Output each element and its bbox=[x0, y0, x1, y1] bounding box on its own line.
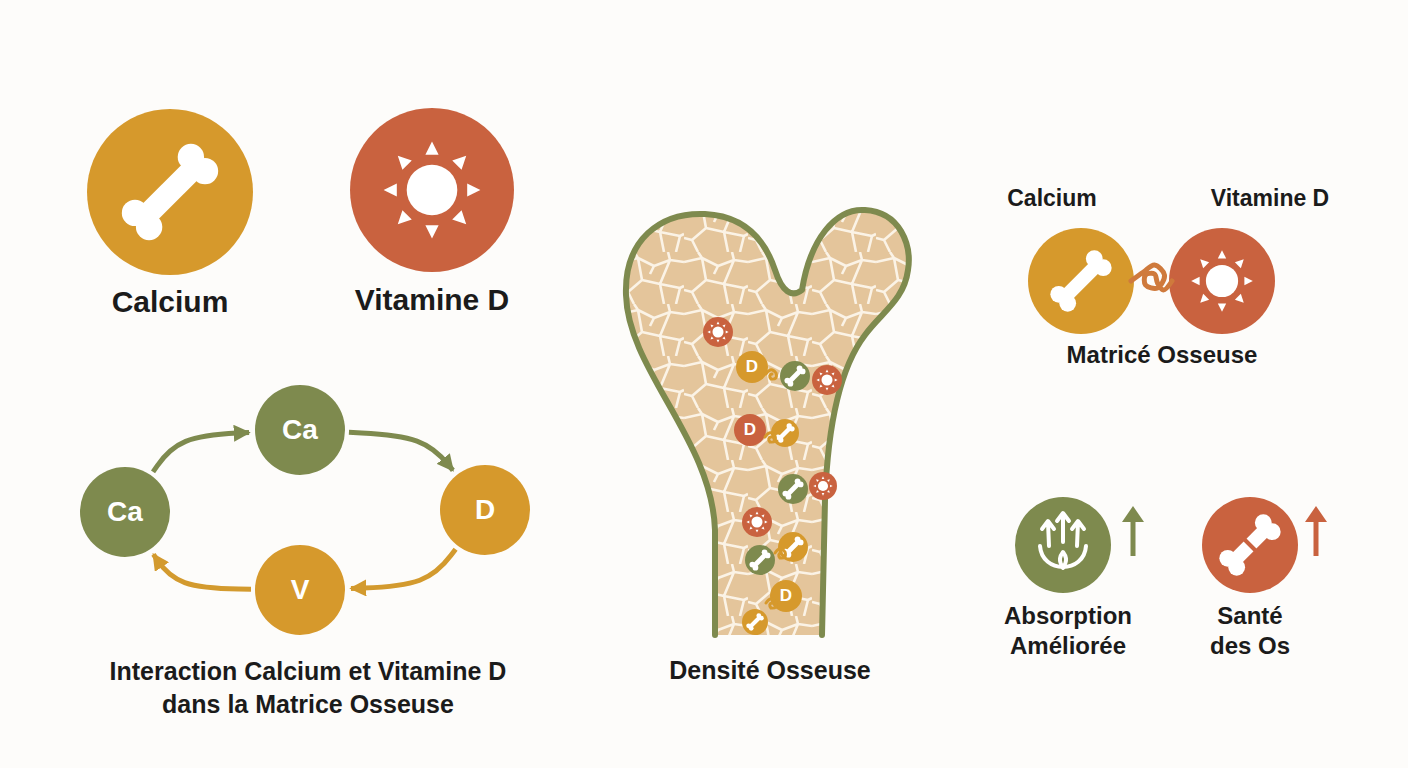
cycle-circle: Ca bbox=[255, 385, 345, 475]
circle-fill bbox=[440, 465, 530, 555]
vitamin-circle: Vitamine D bbox=[1169, 228, 1275, 334]
sun-icon bbox=[1191, 250, 1253, 312]
link-swirl bbox=[1131, 265, 1172, 290]
node-heading: Vitamine D bbox=[355, 282, 510, 318]
node-heading: Santé des Os bbox=[1202, 601, 1298, 661]
benefit-circle: Absorption Améliorée bbox=[1015, 497, 1111, 593]
cycle-arrow bbox=[153, 554, 251, 589]
circle-fill bbox=[734, 414, 766, 446]
circle-text: Ca bbox=[107, 495, 143, 529]
cycle-arrow bbox=[153, 433, 249, 472]
circle-fill bbox=[1028, 228, 1134, 334]
circle-shape bbox=[87, 109, 253, 275]
circle-fill bbox=[1202, 497, 1298, 593]
femur-illustration: Densité OsseuseDDD bbox=[620, 200, 920, 640]
circle-fill bbox=[770, 580, 802, 612]
sun-icon bbox=[384, 142, 481, 239]
bone-outline bbox=[620, 200, 920, 640]
cycle-arrow bbox=[349, 432, 453, 470]
vitamin-circle: Vitamine D bbox=[350, 108, 514, 272]
increase-arrow bbox=[1305, 506, 1327, 556]
node-heading: Calcium bbox=[112, 284, 229, 320]
bone-icon bbox=[1050, 250, 1111, 311]
circle-fill bbox=[1015, 497, 1111, 593]
fracture-mark bbox=[1243, 538, 1257, 552]
bone-icon bbox=[1219, 514, 1280, 575]
circle-shape bbox=[1169, 228, 1275, 334]
bone-icon bbox=[122, 144, 218, 240]
circle-fill bbox=[736, 351, 768, 383]
calcium-circle: Calcium bbox=[1028, 228, 1134, 334]
circle-text: D bbox=[780, 586, 792, 606]
benefit-circle: Santé des Os bbox=[1202, 497, 1298, 593]
node-heading: Calcium bbox=[1007, 184, 1096, 212]
cycle-circle: Ca bbox=[80, 467, 170, 557]
node-heading: Vitamine D bbox=[1211, 184, 1329, 212]
bone-outline bbox=[626, 210, 909, 635]
circle-fill bbox=[1169, 228, 1275, 334]
matrix-dot: D bbox=[770, 580, 802, 612]
increase-arrow bbox=[1122, 506, 1144, 556]
matrix-dot: D bbox=[734, 414, 766, 446]
circle-shape bbox=[350, 108, 514, 272]
bone-matrix-icons bbox=[703, 317, 842, 635]
matrix-dot: D bbox=[736, 351, 768, 383]
circle-text: D bbox=[744, 420, 756, 440]
circle-fill bbox=[350, 108, 514, 272]
circle-text: D bbox=[746, 357, 758, 377]
cycle-circle: D bbox=[440, 465, 530, 555]
cycle-circle: V bbox=[255, 545, 345, 635]
circle-fill bbox=[80, 467, 170, 557]
circle-fill bbox=[255, 385, 345, 475]
circle-shape bbox=[1028, 228, 1134, 334]
matrix-label: Matricé Osseuse bbox=[1067, 340, 1258, 369]
circle-fill bbox=[255, 545, 345, 635]
calcium-circle: Calcium bbox=[87, 109, 253, 275]
node-heading: Absorption Améliorée bbox=[998, 601, 1138, 661]
circle-fill bbox=[87, 109, 253, 275]
diagram-caption: Interaction Calcium et Vitamine D dans l… bbox=[98, 655, 518, 721]
absorption-icon bbox=[1040, 513, 1086, 568]
circle-text: V bbox=[291, 573, 310, 607]
circle-shape bbox=[1015, 497, 1111, 593]
circle-text: D bbox=[475, 493, 495, 527]
node-heading: Densité Osseuse bbox=[669, 655, 871, 685]
cycle-arrow bbox=[351, 549, 456, 588]
circle-text: Ca bbox=[282, 413, 318, 447]
circle-shape bbox=[1202, 497, 1298, 593]
